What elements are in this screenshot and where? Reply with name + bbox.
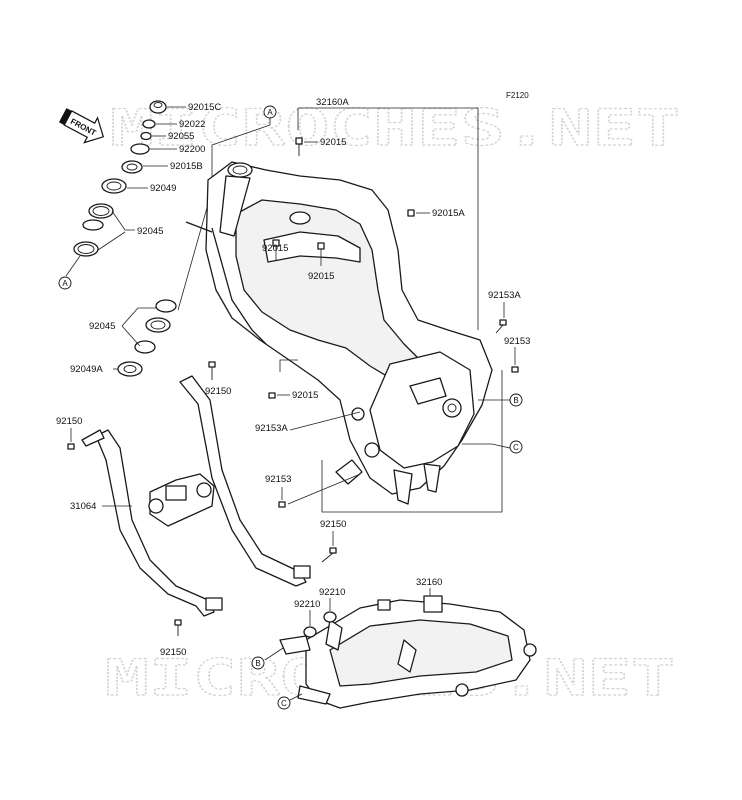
bolt-92015-mid [317,242,325,250]
bolt-92150-left [67,443,75,450]
callout-c-right-letter: C [513,443,519,452]
label-92015c: 92015C [188,102,221,113]
label-92045-bottom: 92045 [89,321,115,332]
label-32160a: 32160A [316,97,349,108]
label-92049: 92049 [150,183,176,194]
label-92015-left: 92015 [262,243,288,254]
label-92022: 92022 [179,119,205,130]
label-92210-left: 92210 [294,599,320,610]
label-92153-right: 92153 [504,336,530,347]
bolt-92153-right [511,366,519,373]
nut-92210-left [303,626,317,638]
label-92015-mid: 92015 [308,271,334,282]
bolt-92150-mid [208,361,216,380]
bolt-92015-top [295,137,303,156]
label-92015-top: 92015 [320,137,346,148]
bolt-92015-lower [268,392,276,399]
callout-a-top-letter: A [267,108,273,117]
bolt-92150-bottom [174,619,182,636]
callout-a-left-letter: A [62,279,68,288]
bolt-92150-right [321,547,337,563]
label-31064: 31064 [70,501,96,512]
label-92045-top: 92045 [137,226,163,237]
nut-92210-right [323,611,337,623]
engine-bracket-31064 [81,375,311,617]
callout-c-bottom [277,696,291,710]
label-92015b: 92015B [170,161,203,172]
bolt-92015a [407,209,415,217]
label-92153-left: 92153 [265,474,291,485]
label-92200: 92200 [179,144,205,155]
label-92049a: 92049A [70,364,103,375]
bolt-92153-left [278,501,286,508]
callout-c-right [509,440,523,454]
bolt-92153a-right [495,319,507,334]
rear-subframe-32160 [279,595,537,709]
callout-b-bottom [251,656,265,670]
label-92150-mid: 92150 [205,386,231,397]
label-92150-bottom: 92150 [160,647,186,658]
label-92015a: 92015A [432,208,465,219]
label-92055: 92055 [168,131,194,142]
label-92153a-right: 92153A [488,290,521,301]
callout-b-right [509,393,523,407]
label-92150-left: 92150 [56,416,82,427]
steering-stack-upper [73,100,167,257]
label-92150-right: 92150 [320,519,346,530]
label-92210-right: 92210 [319,587,345,598]
steering-stack-lower [117,299,177,377]
callout-b-bottom-letter: B [255,659,260,668]
callout-c-bottom-letter: C [281,699,287,708]
label-32160: 32160 [416,577,442,588]
callout-b-right-letter: B [513,396,518,405]
label-92153a-left: 92153A [255,423,288,434]
label-92015-lower: 92015 [292,390,318,401]
callout-a-left [58,276,72,290]
figure-code: F2120 [506,91,529,100]
front-arrow-icon: FRONT [58,108,105,144]
